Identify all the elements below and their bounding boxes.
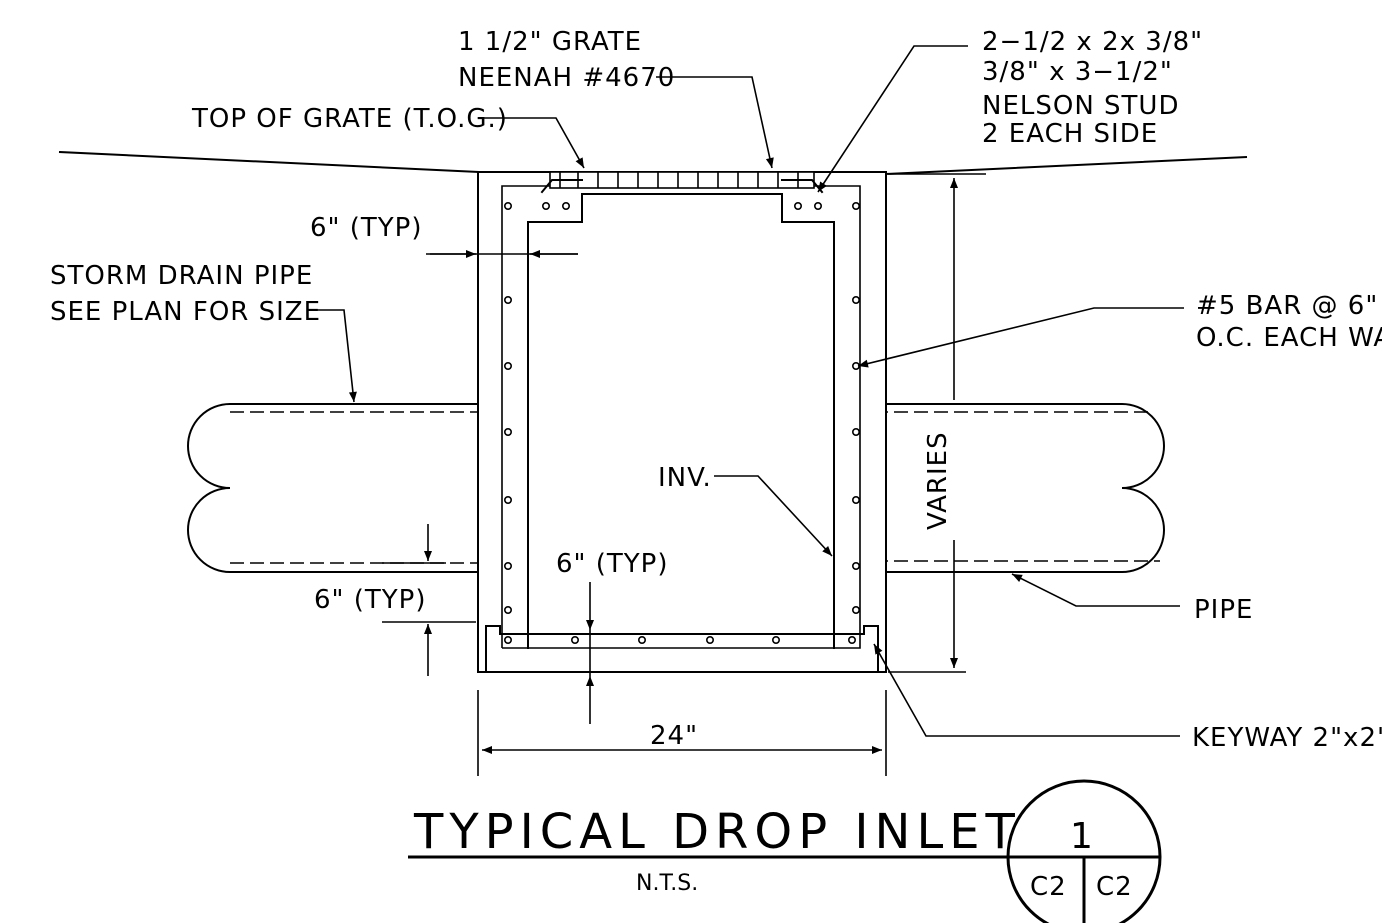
width-label: 24" bbox=[650, 721, 698, 751]
rebar-label-line1: #5 BAR @ 6" bbox=[1196, 291, 1378, 321]
dim-pipe-typ bbox=[382, 524, 476, 676]
inv-label: INV. bbox=[658, 463, 712, 493]
sheet-ref-right: C2 bbox=[1096, 872, 1133, 902]
floor-typ-label: 6" (TYP) bbox=[556, 549, 669, 579]
grate-label-line2: NEENAH #4670 bbox=[458, 63, 675, 93]
rebar-dots bbox=[503, 202, 860, 644]
dim-varies bbox=[888, 173, 986, 673]
ground-line bbox=[58, 150, 1248, 176]
varies-label: VARIES bbox=[923, 431, 953, 530]
detail-number: 1 bbox=[1070, 816, 1093, 857]
leader-storm-drain bbox=[312, 309, 357, 403]
storm-drain-label-line1: STORM DRAIN PIPE bbox=[50, 261, 313, 291]
pipe-typ-label: 6" (TYP) bbox=[314, 585, 427, 615]
storm-drain-label-line2: SEE PLAN FOR SIZE bbox=[50, 297, 321, 327]
top-of-grate-label: TOP OF GRATE (T.O.G.) bbox=[191, 104, 508, 134]
angle-label-line2: 3/8" x 3−1/2" bbox=[982, 57, 1173, 87]
keyway-label: KEYWAY 2"x2" bbox=[1192, 723, 1382, 753]
leader-pipe bbox=[1011, 573, 1180, 607]
leader-angle bbox=[817, 45, 968, 193]
pipe-label: PIPE bbox=[1194, 595, 1253, 625]
scale-label: N.T.S. bbox=[636, 871, 698, 896]
sheet-ref-left: C2 bbox=[1030, 872, 1067, 902]
angle-label-line3: NELSON STUD bbox=[982, 91, 1179, 121]
leader-top-of-grate bbox=[484, 117, 585, 169]
dim-width bbox=[477, 690, 887, 776]
rebar-label-line2: O.C. EACH WAY bbox=[1196, 323, 1382, 353]
title-block: TYPICAL DROP INLET N.T.S. 1 C2 C2 bbox=[408, 779, 1162, 923]
angle-label-line4: 2 EACH SIDE bbox=[982, 119, 1158, 149]
wall-typ-label: 6" (TYP) bbox=[310, 213, 423, 243]
leader-inv bbox=[714, 475, 833, 557]
detail-title: TYPICAL DROP INLET bbox=[413, 804, 1021, 860]
grate-bars bbox=[559, 172, 799, 188]
leader-keyway bbox=[873, 643, 1180, 737]
grate-label-line1: 1 1/2" GRATE bbox=[458, 27, 642, 57]
leader-rebar bbox=[857, 307, 1184, 368]
leader-grate bbox=[656, 76, 774, 169]
inlet-structure bbox=[477, 171, 887, 673]
angle-label-line1: 2−1/2 x 2x 3/8" bbox=[982, 27, 1203, 57]
